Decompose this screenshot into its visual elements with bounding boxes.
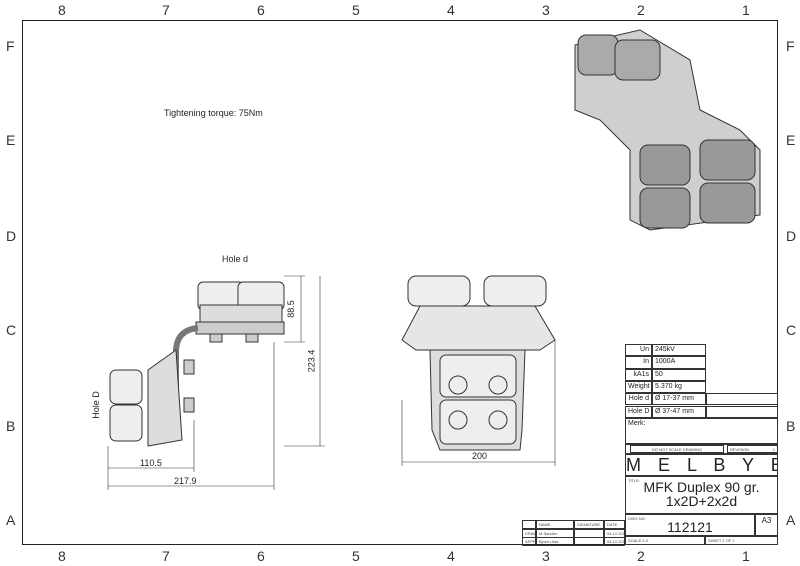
spec-value: 5.370 kg [652,380,706,394]
revision-label: REVISION [730,447,750,452]
zone-column-label: 4 [447,2,455,18]
dim-88-5: 88.5 [285,300,296,318]
zone-row-label: E [6,132,16,148]
zone-column-label: 2 [637,2,645,18]
zone-row-label: F [6,38,15,54]
zone-row-label: B [786,418,796,434]
date: 04.12.2023 [604,537,625,546]
scale: SCALE:1:3 [625,536,705,545]
hole-D-label: Hole D [90,391,101,419]
zone-column-label: 6 [257,548,265,564]
spec-value: 50 [652,368,706,381]
zone-row-label: A [6,512,16,528]
title-field: TITLE: MFK Duplex 90 gr. 1x2D+2x2d [625,476,778,514]
zone-row-label: C [6,322,17,338]
zone-column-label: 1 [742,548,750,564]
header-signature: SIGNATURE [574,520,604,529]
dwg-number: 112121 [667,519,713,535]
spec-label: In [625,356,652,369]
zone-column-label: 7 [162,2,170,18]
revision: REVISION 1 [727,445,778,453]
zone-row-label: A [786,512,796,528]
zone-column-label: 5 [352,2,360,18]
company-name: M E L B Y E [625,454,778,476]
zone-column-label: 8 [58,548,66,564]
header-date: DATE [604,520,625,529]
title-line1: MFK Duplex 90 gr. [643,479,760,495]
zone-column-label: 1 [742,2,750,18]
zone-row-label: F [786,38,795,54]
zone-row-label: D [786,228,797,244]
side-view [109,281,285,447]
revision-value: 1 [772,447,775,452]
signature [574,537,604,546]
zone-row-label: D [6,228,17,244]
hole-d-label: Hole d [222,254,249,264]
drawing-frame [22,20,778,545]
torque-note: Tightening torque: 75Nm [164,108,263,118]
mark-field: Merk: [625,418,778,444]
zone-column-label: 5 [352,548,360,564]
spec-label: Un [625,344,652,357]
zone-row-label: E [786,132,796,148]
zone-column-label: 7 [162,548,170,564]
spec-label: Hole D [625,405,652,418]
front-view [401,275,556,451]
header-blank [522,520,536,529]
spec-value: 245kV [652,344,706,357]
name: Bjoern Aas [536,537,574,546]
spec-label: kA1s [625,368,652,381]
header-name: NAME [536,520,574,529]
dim-110-5: 110.5 [140,458,162,468]
dim-223-4: 223.4 [306,349,317,373]
do-not-scale: DO NOT SCALE DRAWING [630,445,724,453]
spec-value: Ø 37-47 mm [652,405,706,418]
spec-label: Weight [625,380,652,394]
role: APPR [522,537,536,546]
sheet-size: A3 [755,514,778,536]
zone-column-label: 4 [447,548,455,564]
zone-column-label: 3 [542,548,550,564]
mark-label: Merk: [628,420,646,427]
dwg-no-field: DWG NO. 112121 [625,514,755,536]
dim-217-9: 217.9 [174,476,197,486]
zone-row-label: B [6,418,16,434]
title-label: TITLE: [628,478,641,483]
spec-value: Ø 17-37 mm [652,393,706,406]
dwg-label: DWG NO. [628,516,646,521]
isometric-view [574,29,761,231]
dim-200: 200 [472,451,488,461]
title-line2: 1x2D+2x2d [665,493,738,509]
spec-label: Hole d [625,393,652,406]
zone-column-label: 6 [257,2,265,18]
spec-value: 1000A [652,356,706,369]
zone-column-label: 8 [58,2,66,18]
zone-row-label: C [786,322,797,338]
sheet-number: SHEET 1 OF 1 [705,536,778,545]
zone-column-label: 3 [542,2,550,18]
zone-column-label: 2 [637,548,645,564]
